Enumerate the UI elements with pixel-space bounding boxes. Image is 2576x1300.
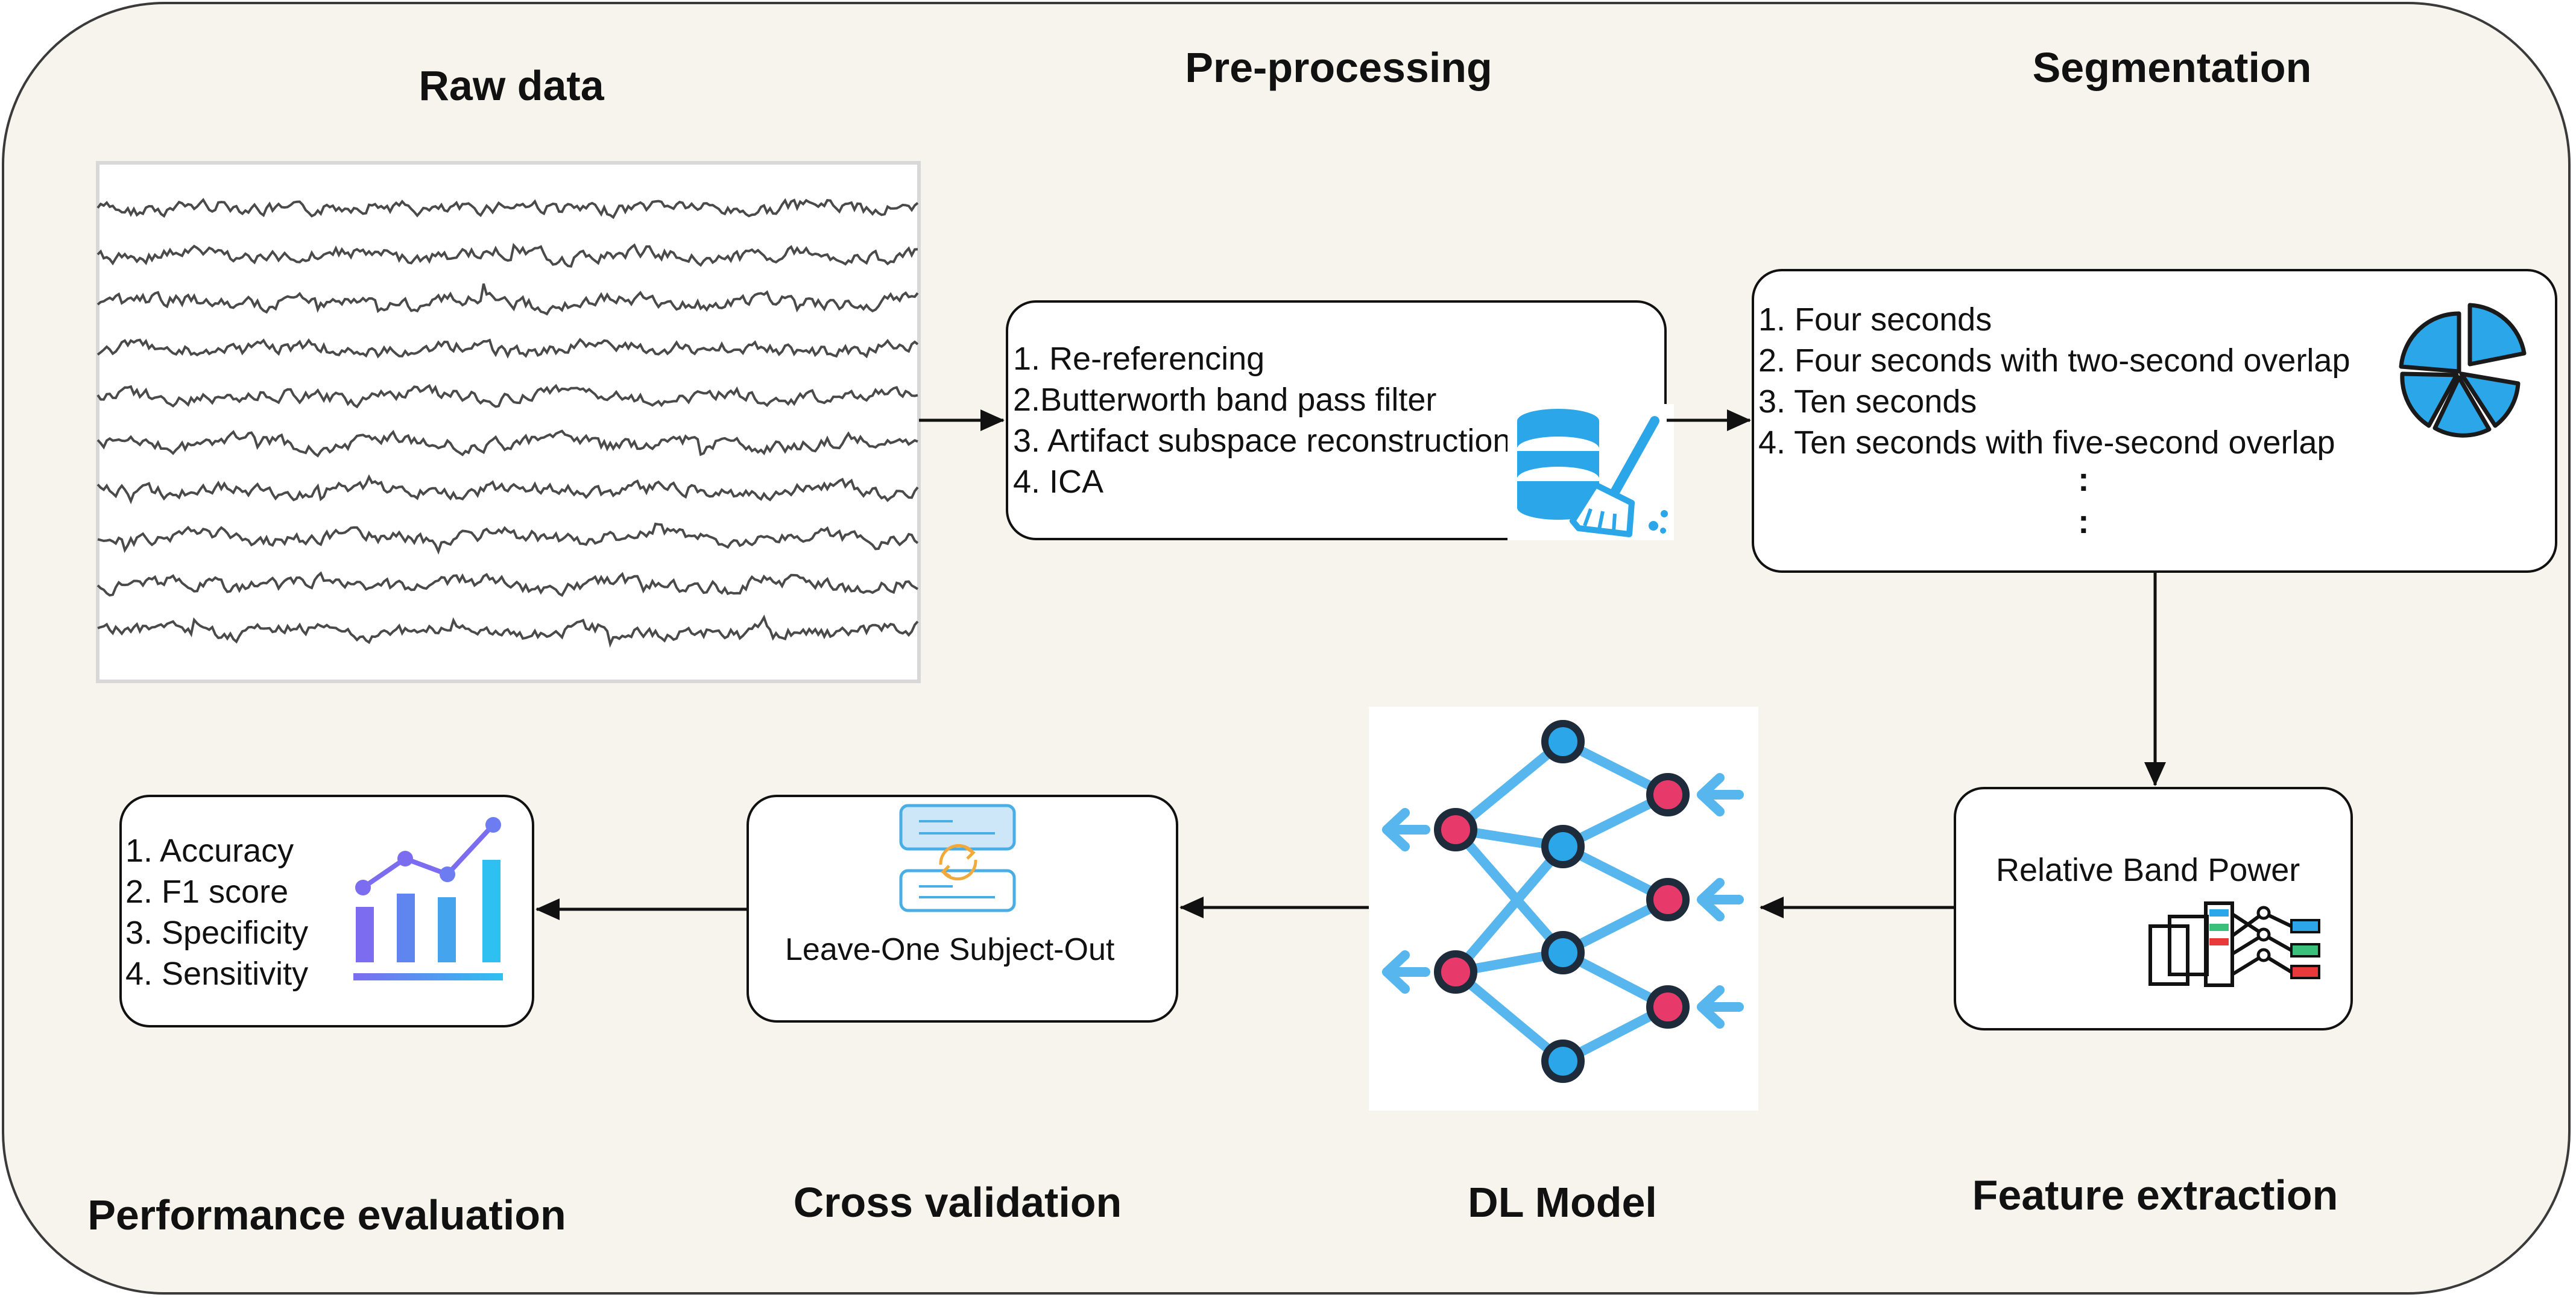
segmentation-item: 1. Four seconds bbox=[1758, 301, 1992, 338]
segmentation-list: 1. Four seconds 2. Four seconds with two… bbox=[1758, 299, 2350, 463]
performance-item: 1. Accuracy bbox=[125, 833, 294, 869]
performance-list: 1. Accuracy 2. F1 score 3. Specificity 4… bbox=[125, 830, 308, 994]
database-broom-icon bbox=[1507, 404, 1674, 540]
title-performance-evaluation: Performance evaluation bbox=[87, 1191, 566, 1238]
segmentation-item: 4. Ten seconds with five-second overlap bbox=[1758, 424, 2335, 461]
title-dl-model: DL Model bbox=[1468, 1179, 1657, 1226]
segmentation-ellipsis: : bbox=[2078, 460, 2089, 498]
performance-box bbox=[119, 795, 534, 1027]
cross-validation-box bbox=[747, 795, 1178, 1023]
feature-network-icon bbox=[2148, 901, 2320, 987]
feature-extraction-box bbox=[1954, 787, 2353, 1030]
feature-extraction-label: Relative Band Power bbox=[1996, 852, 2300, 888]
performance-item: 4. Sensitivity bbox=[125, 956, 309, 992]
cross-validation-label: Leave-One Subject-Out bbox=[785, 932, 1115, 967]
eeg-signal-image bbox=[96, 161, 921, 683]
preprocessing-list: 1. Re-referencing 2.Butterworth band pas… bbox=[1013, 338, 1511, 502]
segmentation-ellipsis: : bbox=[2078, 502, 2089, 540]
eeg-trace bbox=[96, 242, 918, 268]
preprocessing-item: 1. Re-referencing bbox=[1013, 341, 1265, 377]
bar-line-chart-icon bbox=[353, 817, 503, 980]
eeg-trace bbox=[96, 474, 919, 505]
eeg-trace bbox=[96, 198, 919, 219]
segmentation-item: 3. Ten seconds bbox=[1758, 383, 1977, 420]
neural-network-icon bbox=[1369, 707, 1758, 1111]
preprocessing-item: 2.Butterworth band pass filter bbox=[1013, 382, 1437, 418]
title-cross-validation: Cross validation bbox=[793, 1179, 1122, 1226]
eeg-trace bbox=[97, 614, 919, 648]
pie-chart-icon bbox=[2399, 303, 2527, 438]
eeg-trace bbox=[97, 522, 919, 555]
eeg-trace bbox=[96, 429, 918, 458]
performance-item: 2. F1 score bbox=[125, 874, 289, 910]
performance-item: 3. Specificity bbox=[125, 915, 309, 951]
data-cycle-icon bbox=[899, 804, 1016, 912]
title-raw-data: Raw data bbox=[418, 62, 604, 109]
title-preprocessing: Pre-processing bbox=[1185, 44, 1492, 91]
preprocessing-item: 3. Artifact subspace reconstruction bbox=[1013, 423, 1511, 459]
title-segmentation: Segmentation bbox=[2032, 44, 2312, 91]
eeg-trace bbox=[96, 338, 919, 359]
segmentation-item: 2. Four seconds with two-second overlap bbox=[1758, 342, 2350, 379]
eeg-trace bbox=[96, 383, 918, 409]
title-feature-extraction: Feature extraction bbox=[1972, 1172, 2338, 1219]
preprocessing-item: 4. ICA bbox=[1013, 464, 1104, 500]
eeg-trace bbox=[96, 283, 919, 316]
eeg-trace bbox=[96, 571, 919, 597]
